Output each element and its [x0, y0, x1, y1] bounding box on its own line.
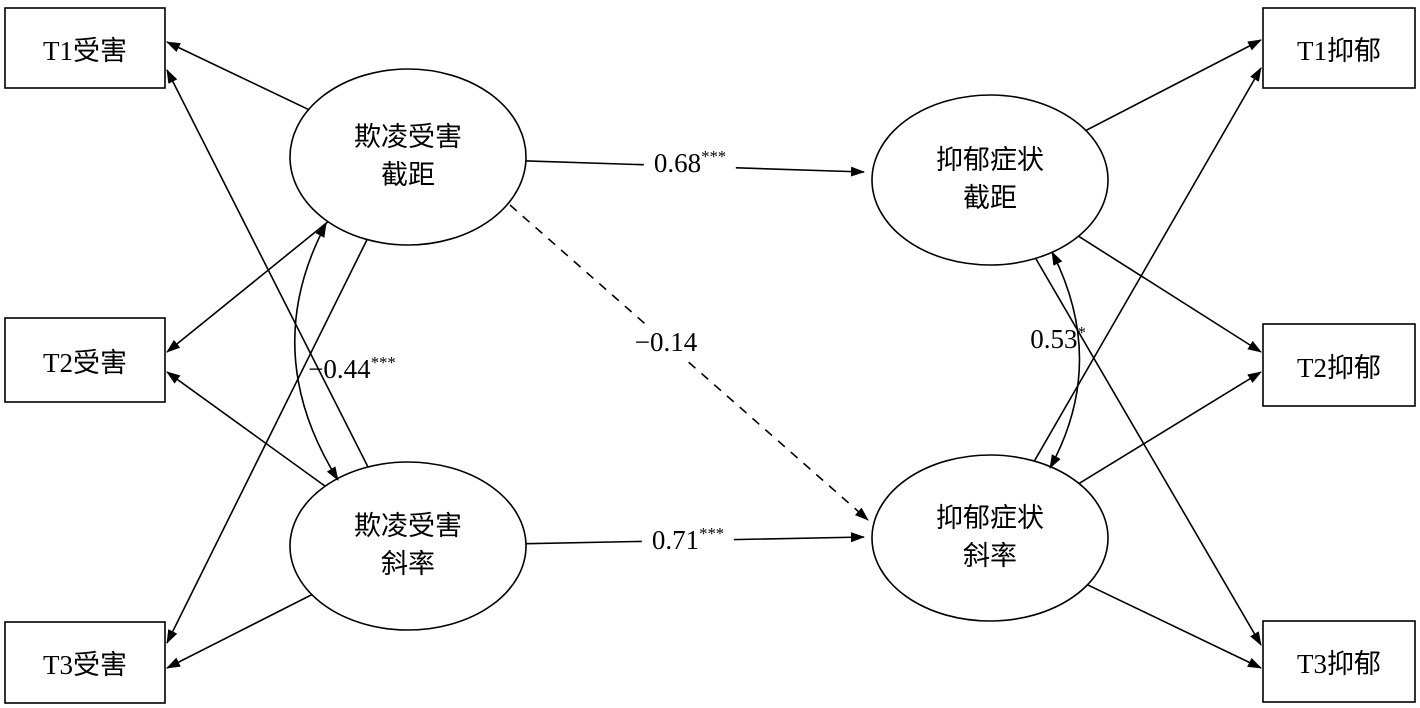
covariance-dep-intercept-slope	[1049, 251, 1081, 469]
loading-dep-slope-t1	[989, 67, 1262, 539]
latent-ellipse-dep-intercept	[871, 94, 1109, 266]
indicator-box-t3-depression	[1262, 620, 1416, 703]
latent-ellipse-bully-slope	[289, 461, 527, 631]
latent-ellipse-dep-slope	[871, 454, 1109, 622]
indicator-box-t2-victim	[4, 317, 166, 403]
indicator-boxes	[4, 7, 1416, 704]
path-intercept-to-slope-dashed	[509, 204, 869, 521]
indicator-box-t3-victim	[4, 621, 166, 704]
covariance-paths	[293, 223, 1081, 481]
indicator-box-t2-depression	[1262, 323, 1416, 407]
indicator-box-t1-depression	[1262, 7, 1416, 89]
latent-ellipses	[289, 68, 1109, 631]
latent-ellipse-bully-intercept	[289, 68, 527, 246]
indicator-box-t1-victim	[4, 7, 166, 89]
covariance-bully-intercept-slope	[293, 223, 339, 481]
